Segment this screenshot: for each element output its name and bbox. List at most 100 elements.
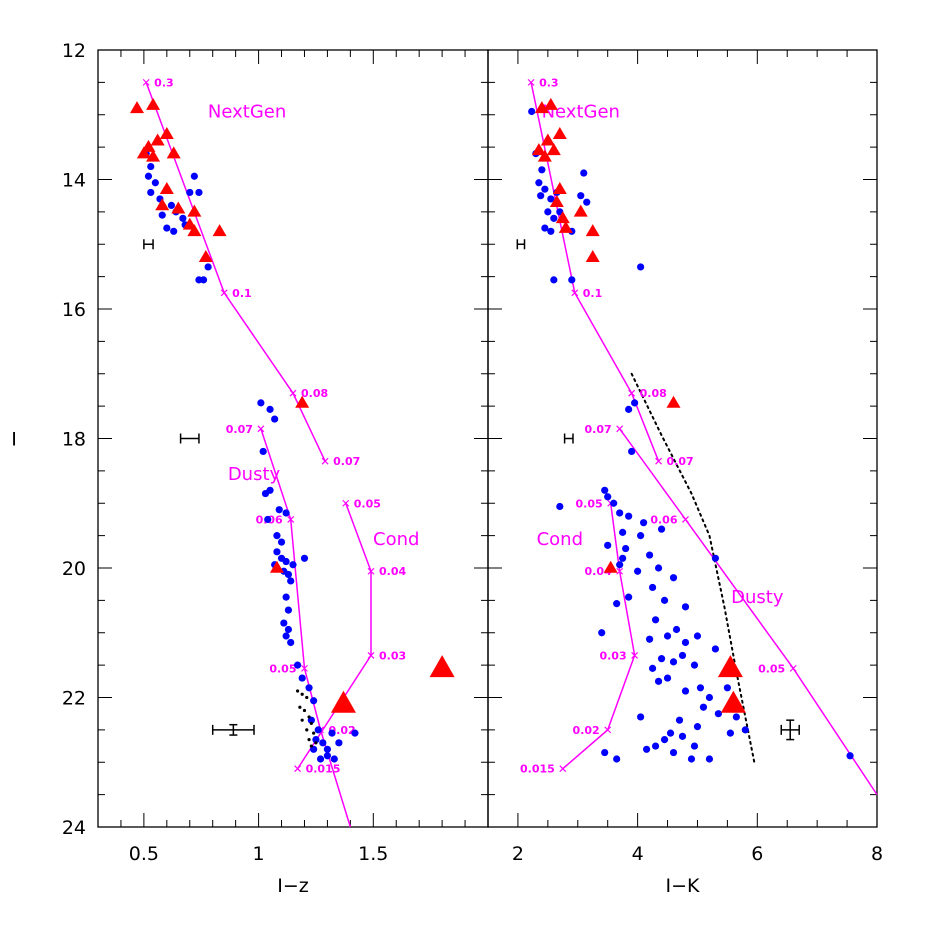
data-point [625,512,633,520]
y-tick-label: 18 [62,429,86,451]
data-point [150,133,165,146]
data-point [136,146,151,159]
data-point [555,211,570,224]
data-point [657,525,666,533]
data-point [654,677,663,685]
data-point [305,728,309,732]
data-point [568,276,576,284]
data-point [651,616,660,624]
data-point [616,509,624,517]
data-point [637,263,645,271]
data-point [666,729,675,737]
data-point [335,739,343,747]
data-point [328,729,336,737]
data-point [429,655,455,678]
x-tick-label: 1.5 [358,843,388,865]
data-point [195,188,203,197]
data-point [266,405,274,413]
mass-marker [321,457,329,465]
x-axis-label: I−z [277,875,309,897]
data-point [166,146,181,159]
data-point [170,227,178,235]
data-point [726,729,734,737]
data-point [316,755,325,763]
data-point [601,748,609,757]
data-point [198,250,213,262]
data-point [314,726,322,734]
data-point [273,548,281,556]
data-point [573,204,588,217]
data-point [690,742,699,750]
mass-marker [631,651,639,659]
data-point [672,625,681,634]
data-point [657,655,666,663]
data-point [130,101,144,114]
data-point [669,574,678,582]
data-point [330,755,338,763]
mass-marker [604,726,612,734]
mass-marker [628,389,636,397]
data-point [547,195,555,203]
data-point [147,188,155,197]
data-point [307,715,311,719]
data-point [323,752,332,760]
mass-marker [342,499,350,507]
data-point [610,499,618,507]
model-label-cond: Cond [373,529,419,550]
data-point [314,741,318,745]
model-label-cond: Cond [537,529,583,550]
data-point [295,395,310,408]
data-point [309,744,313,748]
data-point [648,664,657,672]
mass-label: 0.05 [758,662,785,675]
data-point [266,486,274,494]
data-point [699,703,708,711]
data-point [631,399,639,407]
data-point [171,201,186,214]
y-tick-label: 24 [62,817,86,839]
data-point [642,745,651,753]
data-point [534,101,549,114]
data-point [711,554,720,562]
y-tick-label: 20 [62,558,86,580]
mass-label: 0.07 [226,423,253,436]
data-point [585,224,600,237]
model-label-dusty: Dusty [228,464,281,485]
data-point [179,214,187,222]
data-point [628,447,636,456]
data-point [330,690,356,713]
data-point [289,561,297,569]
mass-marker [142,78,150,86]
mass-marker [571,289,579,297]
data-point [660,596,669,604]
data-point [528,107,536,116]
data-point [660,735,669,744]
data-point [298,674,306,682]
data-point [552,126,567,139]
data-point [302,708,307,713]
data-point [538,166,546,174]
data-point [323,745,332,753]
data-point [645,635,654,643]
data-point [645,551,654,559]
data-point [577,192,585,200]
data-point [552,182,567,195]
data-point [167,201,176,209]
mass-label: 0.08 [640,387,667,400]
data-point [151,179,159,187]
data-point [187,224,202,237]
data-point [681,687,690,695]
data-point [199,276,208,284]
mass-label: 0.1 [583,287,603,300]
data-point [159,182,174,195]
data-point [550,214,558,222]
mass-label: 0.015 [520,763,555,776]
data-point [319,739,327,747]
data-point [155,198,170,211]
mass-marker [789,664,797,672]
data-point [275,506,283,514]
mass-label: 0.03 [379,649,406,662]
data-point [619,528,627,536]
data-point [622,544,630,553]
